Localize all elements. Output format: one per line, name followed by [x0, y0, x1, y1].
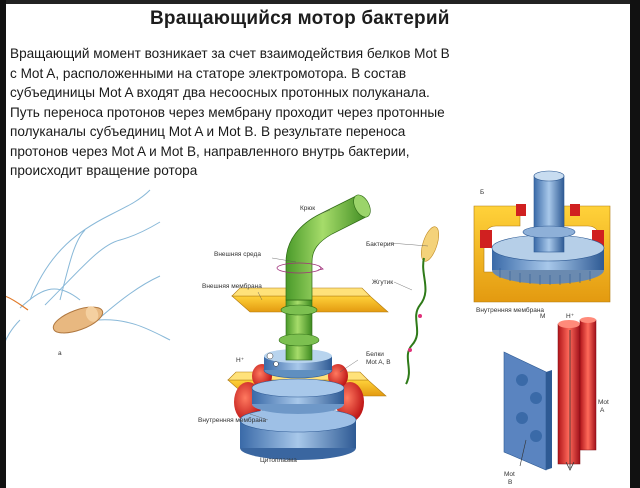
screen-edge-top	[0, 0, 640, 4]
inner-membrane-label: Внутренняя мембрана	[198, 416, 266, 424]
cytoplasm-label: Цитоплазма	[260, 457, 297, 464]
mot-a-label-2: A	[600, 407, 605, 414]
inner-membrane-right-label-1: Внутренняя мембрана	[476, 306, 544, 314]
screen-edge-right	[630, 0, 640, 488]
mot-b-label-1: Mot	[504, 471, 515, 478]
proteins-label-2: Mot A, B	[366, 359, 391, 366]
h-plus-label: H⁺	[236, 357, 245, 364]
page-title: Вращающийся мотор бактерий	[150, 8, 450, 29]
h-plus-right-label: H⁺	[566, 313, 575, 320]
paragraph-line: с Mot A, расположенными на статоре элект…	[10, 65, 407, 81]
description-paragraph: Вращающий момент возникает за счет взаим…	[10, 44, 610, 181]
mot-proteins: Mot A Mot B	[503, 317, 609, 486]
flagellum-label: Жгутик	[372, 279, 393, 286]
motor-cutaway: Б Внутренняя мембрана М H⁺	[472, 170, 611, 320]
fig-b-label: Б	[480, 189, 484, 196]
mot-a-label-1: Mot	[598, 399, 609, 406]
hook-label: Крюк	[300, 205, 315, 212]
m-label: М	[540, 313, 545, 320]
bacterium-label: Бактерия	[366, 241, 395, 248]
motor-center: Крюк Внешняя среда Внешняя мембрана Бакт…	[198, 194, 439, 464]
paragraph-line: Путь переноса протонов через мембрану пр…	[10, 104, 445, 120]
outer-env-label: Внешняя среда	[214, 251, 261, 258]
outer-membrane-label: Внешняя мембрана	[202, 282, 262, 290]
paragraph-line: происходит вращение ротора	[10, 163, 198, 178]
paragraph-line: субъединицы Mot A входят два несоосных п…	[10, 85, 430, 100]
bacterium-illustration: а	[1, 189, 171, 357]
mot-b-label-2: B	[508, 479, 512, 486]
paragraph-line: Вращающий момент возникает за счет взаим…	[10, 46, 450, 61]
proteins-label-1: Белки	[366, 351, 384, 358]
paragraph-line: полуканалы субъединиц Mot A и Mot B. В р…	[10, 124, 406, 139]
paragraph-line: протонов через Mot A и Mot B, направленн…	[10, 143, 410, 159]
screen-edge-left	[0, 0, 6, 488]
fig-a-label: а	[58, 350, 62, 357]
